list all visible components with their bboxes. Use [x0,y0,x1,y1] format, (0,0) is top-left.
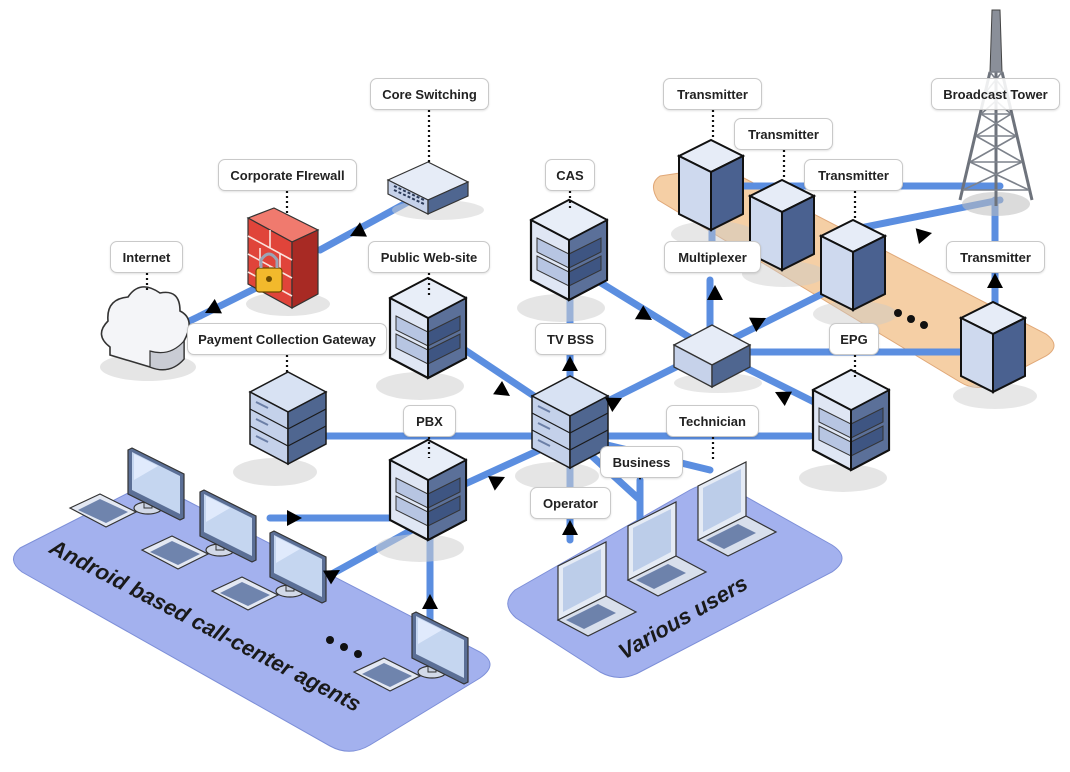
payment-gateway-server-icon [232,371,327,487]
label-broadcast-tower: Broadcast Tower [931,78,1060,110]
label-transmitter-2: Transmitter [734,118,833,150]
label-pbx: PBX [403,405,456,437]
switch-icon [386,161,484,220]
label-transmitter-1: Transmitter [663,78,762,110]
label-core-switching: Core Switching [370,78,489,110]
label-leaders [145,110,857,460]
label-technician: Technician [666,405,759,437]
label-epg: EPG [829,323,879,355]
epg-server-icon [797,368,891,494]
label-public-web-site: Public Web-site [368,241,490,273]
label-payment-collection-gateway: Payment Collection Gateway [187,323,387,355]
tower-icon [958,9,1034,216]
firewall-icon [246,207,330,316]
multiplexer-icon [672,324,762,393]
label-internet: Internet [110,241,183,273]
transmitter-cube-icon [952,301,1038,410]
label-cas: CAS [545,159,595,191]
more-dots-icon [326,309,928,658]
label-business: Business [600,446,683,478]
label-transmitter-4: Transmitter [946,241,1045,273]
public-web-site-server-icon [374,276,468,402]
transmitter-cube-icon [812,219,898,328]
pbx-server-icon [374,438,468,564]
label-multiplexer: Multiplexer [664,241,761,273]
cas-server-icon [515,198,609,324]
transmitter-cube-icon [670,139,756,248]
label-corporate-firewall: Corporate FIrewall [218,159,357,191]
label-operator: Operator [530,487,611,519]
label-tv-bss: TV BSS [535,323,606,355]
label-transmitter-3: Transmitter [804,159,903,191]
cloud-icon [100,286,196,381]
